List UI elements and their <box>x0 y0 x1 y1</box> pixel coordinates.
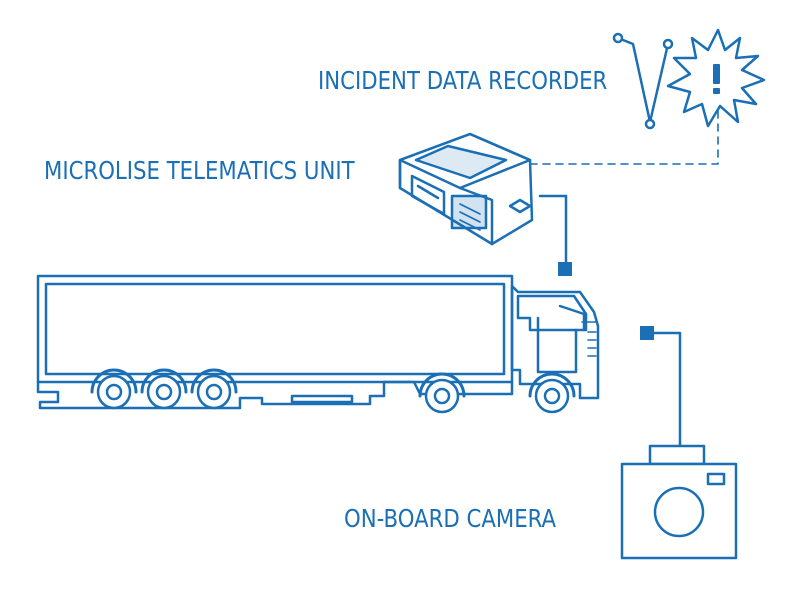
telematics-unit-label: MICROLISE TELEMATICS UNIT <box>44 156 355 185</box>
onboard-camera-label: ON-BOARD CAMERA <box>344 504 557 533</box>
incident-data-recorder-label: INCIDENT DATA RECORDER <box>318 66 608 95</box>
cab-wheel <box>534 378 570 414</box>
telematics-connector <box>538 194 572 276</box>
telematics-unit-icon <box>398 132 534 246</box>
trailer-wheel <box>196 374 232 410</box>
dashed-link-line <box>529 109 719 165</box>
starburst-alert-icon <box>666 28 766 128</box>
incident-signal-icon <box>612 32 674 130</box>
camera-icon <box>620 444 738 560</box>
trailer-wheel <box>96 374 132 410</box>
cab-wheel <box>424 378 460 414</box>
camera-connector <box>640 326 682 448</box>
truck-trailer-icon <box>36 274 600 414</box>
trailer-wheel <box>146 374 182 410</box>
